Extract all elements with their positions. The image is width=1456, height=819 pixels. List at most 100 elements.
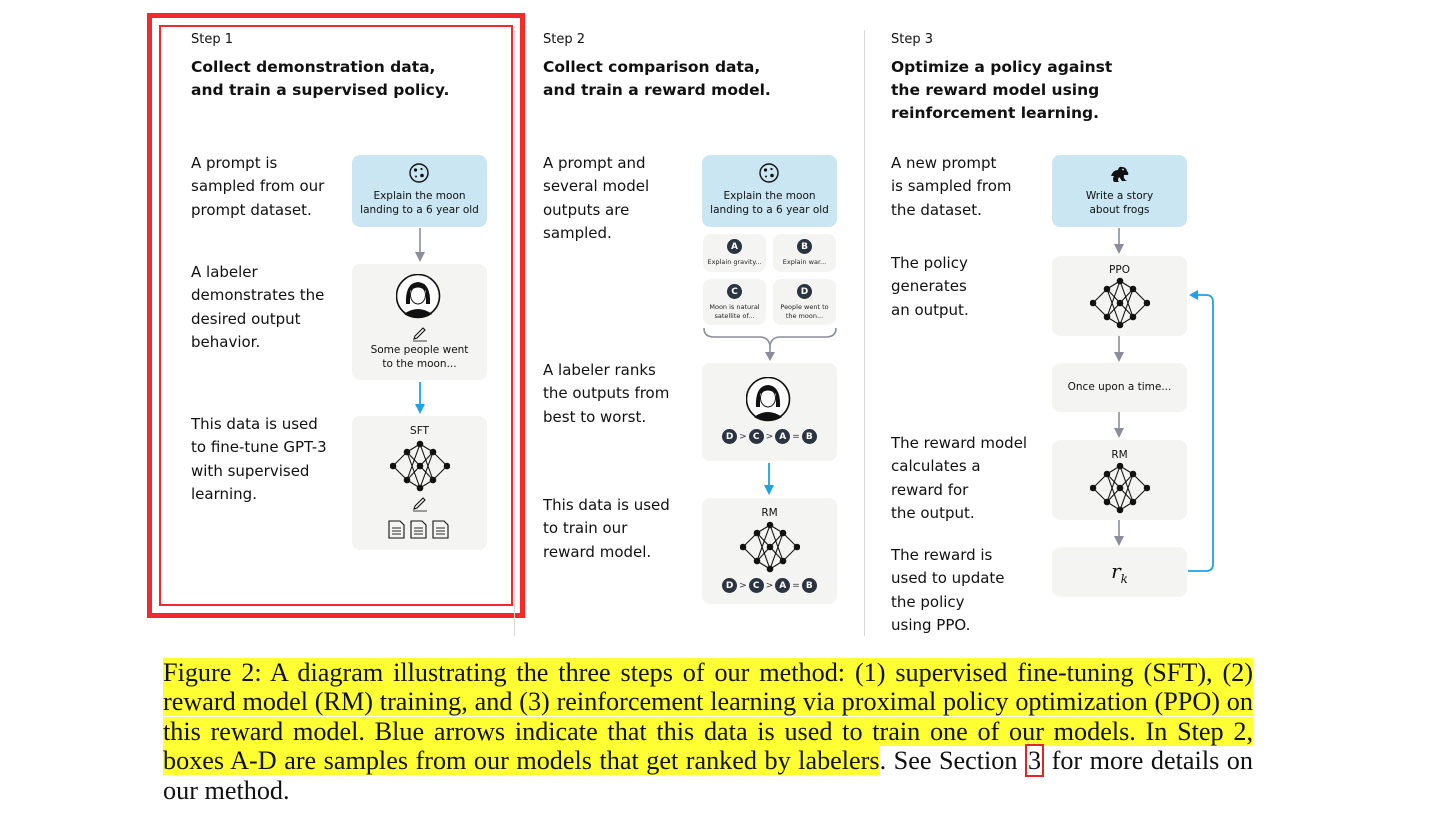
step3-prompt-box: Write a story about frogs: [1052, 155, 1187, 227]
step3-rm-box: RM: [1052, 440, 1187, 520]
step3-number: Step 3: [891, 32, 934, 47]
desc-line: A new prompt: [891, 154, 997, 172]
rank-op: >: [739, 431, 747, 442]
desc-line: outputs are: [543, 200, 630, 219]
step1-prompt-box: Explain the moon landing to a 6 year old: [352, 155, 487, 227]
desc-line: with supervised: [191, 461, 310, 480]
prompt-line2: about frogs: [1089, 203, 1150, 216]
step1-title-line2: and train a supervised policy.: [191, 81, 450, 99]
step2-rm-box: RM D > C > A = B: [702, 498, 837, 604]
output-text: Once upon a time...: [1067, 381, 1172, 393]
divider-step2-step3: [864, 30, 865, 636]
step3-output-box: Once upon a time...: [1052, 363, 1187, 412]
step2-labeler-box: D > C > A = B: [702, 363, 837, 461]
step2-title: Collect comparison data, and train a rew…: [543, 56, 771, 102]
prompt-line1: Write a story: [1085, 190, 1154, 202]
prompt-text: Explain the moon landing to a 6 year old: [352, 190, 487, 217]
desc-line: A prompt and: [543, 154, 646, 172]
labeler-avatar-icon: [746, 377, 791, 422]
rank-op: =: [792, 431, 800, 442]
desc-line: behavior.: [191, 332, 261, 351]
output-letter-chip: C: [727, 284, 742, 299]
output-line2: the moon...: [785, 312, 824, 320]
desc-line: sampled from our: [191, 177, 325, 196]
desc-line: several model: [543, 177, 650, 196]
pencil-icon: [413, 497, 428, 512]
neural-network-icon: [740, 521, 800, 573]
rank-op: >: [739, 580, 747, 591]
desc-line: The reward is: [891, 546, 993, 564]
step1-sft-box: SFT: [352, 416, 487, 550]
gray-arrow: [1114, 336, 1124, 362]
section-reference-link[interactable]: 3: [1025, 744, 1045, 778]
step3-title-line3: reinforcement learning.: [891, 104, 1100, 122]
desc-line: to fine-tune GPT-3: [191, 438, 327, 457]
desc-line: This data is used: [191, 415, 318, 433]
output-box-b: B Explain war...: [773, 234, 836, 272]
desc-line: to train our: [543, 519, 628, 538]
prompt-text: Explain the moon landing to a 6 year old: [702, 190, 837, 217]
blue-feedback-arrow: [1188, 290, 1214, 572]
desc-line: the outputs from: [543, 384, 670, 403]
step3-ppo-box: PPO: [1052, 256, 1187, 336]
reward-symbol: rk: [1052, 559, 1187, 586]
rank-op: >: [765, 431, 774, 442]
rm-label: RM: [1111, 449, 1128, 461]
step3-desc-reward: The reward model calculates a reward for…: [891, 432, 1027, 525]
output-letter-chip: B: [797, 239, 812, 254]
step1-labeler-box: Some people went to the moon...: [352, 264, 487, 380]
neural-network-icon: [390, 440, 450, 492]
rank-chip: B: [801, 429, 817, 444]
prompt-text: Write a story about frogs: [1052, 190, 1187, 217]
step3-title-line2: the reward model using: [891, 81, 1100, 99]
output-text: Explain war...: [782, 258, 827, 266]
neural-network-icon: [1090, 462, 1150, 514]
step3-desc-update: The reward is used to update the policy …: [891, 544, 1005, 637]
step1-title: Collect demonstration data, and train a …: [191, 56, 449, 102]
output-box-c: C Moon is natural satellite of...: [703, 279, 766, 325]
desc-line: the policy: [891, 592, 965, 611]
caption-text: . See Section: [879, 746, 1025, 776]
prompt-line1: Explain the moon: [373, 190, 466, 202]
moon-icon: [759, 163, 779, 183]
demo-text: Some people went to the moon...: [352, 344, 487, 371]
step2-desc-sample: A prompt and several model outputs are s…: [543, 152, 649, 245]
step3-desc-prompt: A new prompt is sampled from the dataset…: [891, 152, 1011, 222]
reward-r: r: [1111, 559, 1121, 583]
gray-arrow: [1114, 412, 1124, 438]
desc-line: calculates a: [891, 457, 981, 476]
labeler-avatar-icon: [396, 274, 441, 319]
rank-chip: D: [722, 578, 738, 593]
output-line1: Moon is natural: [709, 303, 760, 311]
output-text: Moon is natural satellite of...: [703, 303, 766, 321]
step2-desc-train: This data is used to train our reward mo…: [543, 494, 670, 564]
step3-reward-box: rk: [1052, 547, 1187, 597]
neural-network-icon: [1090, 277, 1150, 329]
rank-op: =: [792, 580, 800, 591]
step3-desc-policy: The policy generates an output.: [891, 252, 969, 322]
desc-line: desired output: [191, 309, 301, 328]
rank-chip: B: [801, 578, 817, 593]
rank-chip: C: [748, 429, 764, 444]
caption-text-end: for more details on our method.: [163, 746, 1253, 805]
desc-line: an output.: [891, 300, 969, 319]
desc-line: learning.: [191, 484, 257, 503]
divider-step1-step2: [514, 30, 515, 636]
step1-desc-prompt: A prompt is sampled from our prompt data…: [191, 152, 324, 222]
rank-chip: A: [775, 429, 791, 444]
output-letter-chip: D: [797, 284, 812, 299]
blue-arrow: [764, 463, 774, 495]
ppo-label: PPO: [1109, 264, 1130, 276]
rm-label: RM: [761, 507, 778, 519]
step2-title-line1: Collect comparison data,: [543, 58, 761, 76]
demo-line1: Some people went: [370, 344, 469, 356]
gray-arrow: [1114, 228, 1124, 254]
desc-line: using PPO.: [891, 615, 971, 634]
desc-line: sampled.: [543, 223, 612, 242]
desc-line: The policy: [891, 254, 968, 272]
step1-highlight-outer: [147, 13, 525, 618]
prompt-line1: Explain the moon: [723, 190, 816, 202]
figure-caption: Figure 2: A diagram illustrating the thr…: [163, 658, 1253, 805]
sft-label: SFT: [410, 425, 429, 437]
desc-line: used to update: [891, 569, 1005, 588]
